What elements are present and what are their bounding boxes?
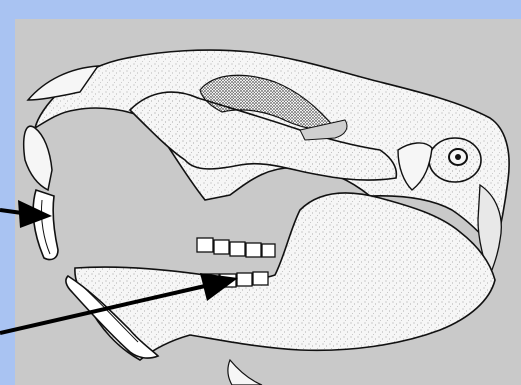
arrowhead-icon: [200, 273, 238, 301]
incisor-arrow: [0, 200, 52, 228]
molar-arrow: [0, 273, 238, 333]
arrowhead-icon: [18, 200, 52, 228]
